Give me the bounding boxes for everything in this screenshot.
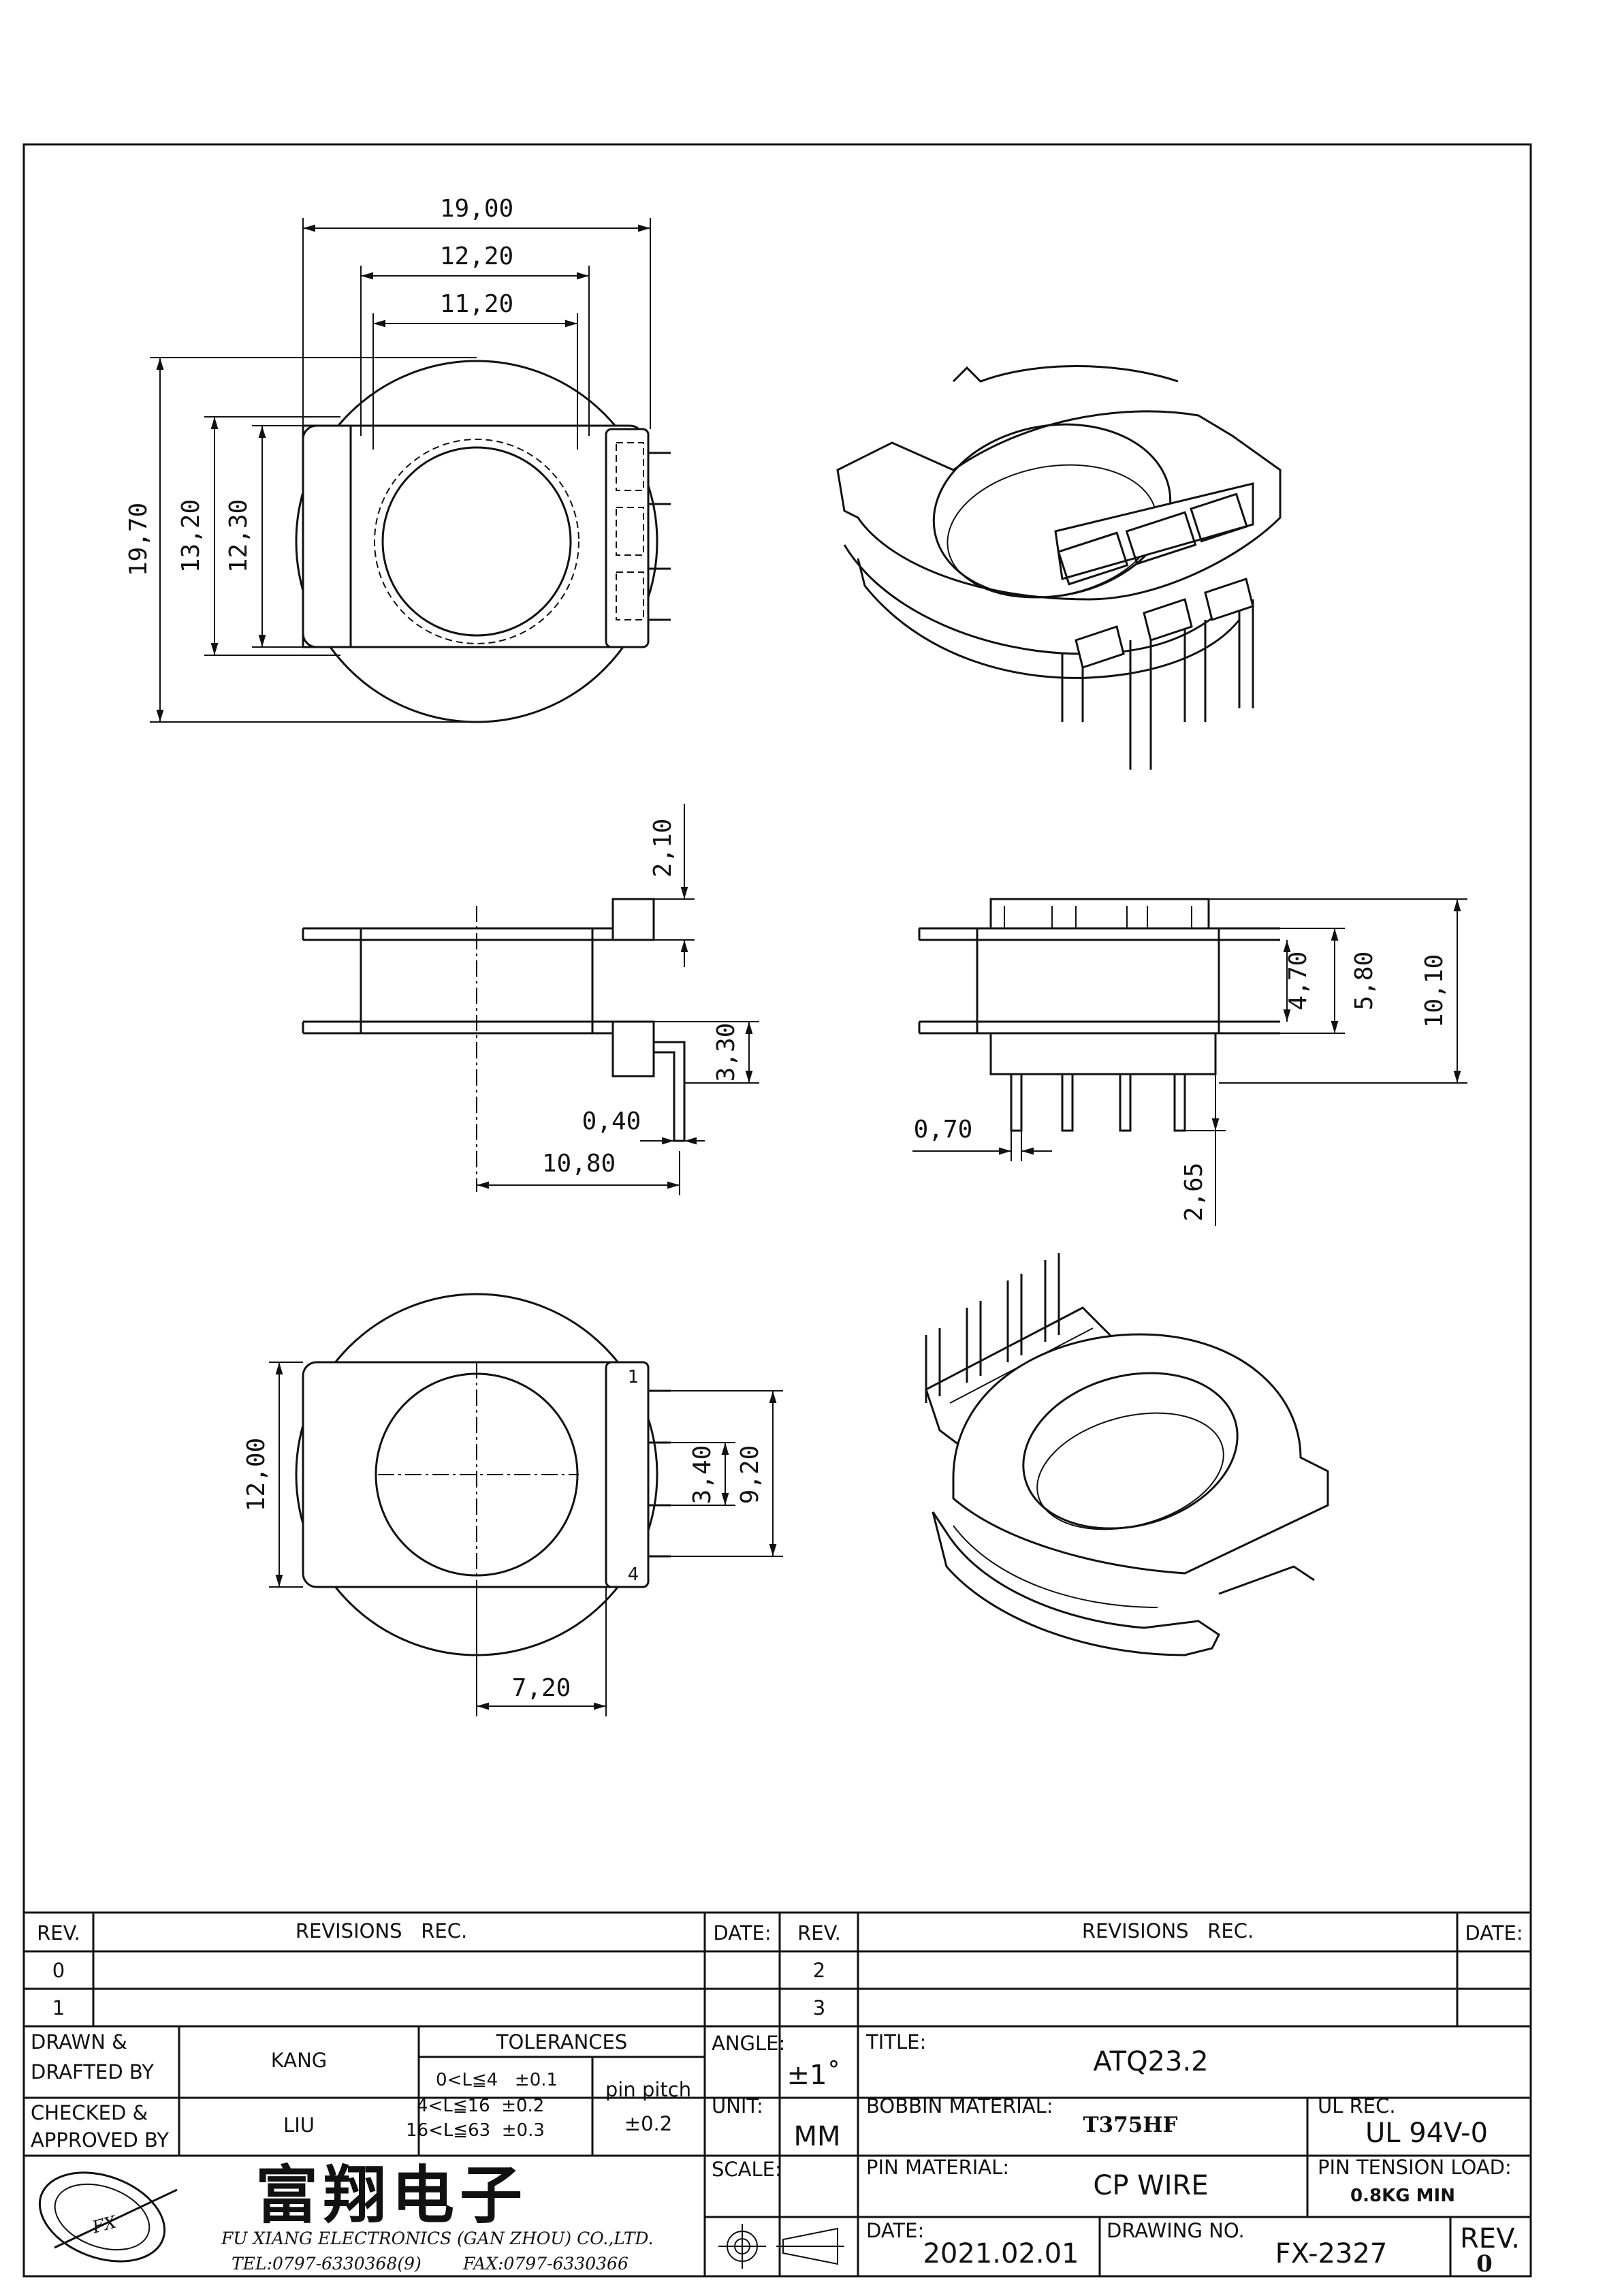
pin-pitch-value: ±0.2	[624, 2112, 672, 2135]
rev-row-2: 2	[813, 1959, 825, 1982]
checked-label-line1: CHECKED &	[31, 2101, 148, 2124]
rev-row-3: 3	[813, 1996, 825, 2019]
sheet-border	[22, 143, 1532, 2278]
scale-label: SCALE:	[712, 2158, 782, 2181]
drawing-number-label: DRAWING NO.	[1107, 2219, 1245, 2242]
rev-col-header: REV.	[37, 1921, 80, 1945]
checked-label-line2: APPROVED BY	[31, 2128, 169, 2152]
top-view: 19,00 12,20 11,20 19,70 13,20 12,30	[125, 195, 671, 723]
dim-top-width-outer: 19,00	[440, 195, 513, 223]
bobbin-material-label: BOBBIN MATERIAL:	[866, 2094, 1053, 2118]
company-logo: FX	[38, 2171, 178, 2263]
date-label: DATE:	[866, 2219, 924, 2242]
rev-value: 0	[1476, 2250, 1493, 2278]
dim-front-flange-span: 5,80	[1350, 952, 1378, 1011]
company-logo-text: FX	[89, 2212, 119, 2237]
side-view: 2,10 3,30 0,40 10,80	[302, 804, 759, 1195]
pin-pitch-label: pin pitch	[605, 2078, 691, 2101]
dim-front-total-height: 10,10	[1420, 954, 1448, 1028]
title-value: ATQ23.2	[1093, 2046, 1208, 2077]
date-col-header-right: DATE:	[1465, 1921, 1523, 1945]
pin-label-4: 4	[628, 1564, 639, 1585]
pin-label-1: 1	[628, 1367, 639, 1387]
dim-bottom-height: 12,00	[242, 1438, 270, 1511]
front-view: 4,70 5,80 10,10 0,70 2,65	[912, 898, 1467, 1226]
isometric-view-bottom	[925, 1253, 1329, 1656]
rev-label: REV.	[1460, 2223, 1520, 2254]
dim-bottom-center-offset: 7,20	[512, 1674, 571, 1702]
dim-front-pin-width: 0,70	[914, 1116, 973, 1144]
revisions-col-header-right: REVISIONS REC.	[1082, 1919, 1254, 1943]
dim-side-flange-height: 2,10	[649, 819, 677, 878]
dim-front-window-height: 4,70	[1284, 952, 1312, 1011]
title-label: TITLE:	[865, 2030, 926, 2054]
bobbin-material-value: T375HF	[1083, 2113, 1177, 2137]
drawn-label-line2: DRAFTED BY	[31, 2060, 154, 2083]
dim-bottom-pin-span: 9,20	[736, 1445, 764, 1505]
drawing-number-value: FX-2327	[1275, 2238, 1388, 2269]
rev-col-header-right: REV.	[797, 1921, 841, 1945]
dim-front-pin-length: 2,65	[1180, 1163, 1208, 1222]
pin-material-label: PIN MATERIAL:	[866, 2156, 1009, 2179]
tolerance-row-3: 16<L≦63 ±0.3	[406, 2120, 545, 2141]
drawn-label-line1: DRAWN &	[31, 2030, 127, 2054]
company-fax: FAX:0797-6330366	[462, 2254, 629, 2274]
pin-material-value: CP WIRE	[1093, 2170, 1208, 2201]
unit-value: MM	[793, 2121, 840, 2152]
unit-label: UNIT:	[712, 2094, 763, 2118]
date-col-header: DATE:	[713, 1921, 771, 1945]
tolerance-row-2: 4<L≦16 ±0.2	[417, 2096, 544, 2116]
approved-by-value: LIU	[283, 2113, 315, 2137]
tolerance-row-1: 0<L≦4 ±0.1	[436, 2070, 558, 2090]
dim-side-half-length: 10,80	[542, 1150, 616, 1178]
dim-top-width-mid: 12,20	[440, 242, 513, 270]
date-value: 2021.02.01	[923, 2238, 1079, 2269]
dim-top-height-inner: 12,30	[225, 499, 253, 573]
dim-top-height-mid: 13,20	[177, 499, 205, 573]
company-telephone: TEL:0797-6330368(9)	[232, 2254, 422, 2274]
dim-bottom-pin-pitch: 3,40	[688, 1445, 716, 1505]
pin-tension-value: 0.8KG MIN	[1350, 2186, 1455, 2206]
company-name-chinese: 富翔电子	[255, 2158, 528, 2232]
dim-side-pin-thickness: 0,40	[582, 1107, 641, 1135]
title-block: REV. REVISIONS REC. DATE: REV. REVISIONS…	[22, 1911, 1532, 2278]
drawn-by-value: KANG	[271, 2049, 328, 2072]
isometric-view-top	[836, 365, 1282, 770]
tolerances-header: TOLERANCES	[496, 2030, 628, 2054]
bottom-view: 1 4 12,00 3,40 9,20 7,20	[242, 1293, 783, 1716]
pin-tension-label: PIN TENSION LOAD:	[1318, 2156, 1512, 2179]
company-name-english: FU XIANG ELECTRONICS (GAN ZHOU) CO.,LTD.	[221, 2229, 654, 2248]
rev-row-1: 1	[52, 1996, 65, 2019]
angle-label: ANGLE:	[712, 2032, 785, 2055]
angle-value: ±1˚	[787, 2060, 841, 2091]
dim-side-pin-offset: 3,30	[712, 1023, 740, 1082]
projection-symbol-icon	[718, 2224, 844, 2269]
dim-top-width-inner: 11,20	[440, 290, 513, 318]
ul-rec-value: UL 94V-0	[1365, 2118, 1488, 2149]
ul-rec-label: UL REC.	[1318, 2094, 1396, 2118]
rev-row-0: 0	[52, 1959, 65, 1982]
revisions-col-header: REVISIONS REC.	[296, 1919, 467, 1943]
dim-top-height-outer: 19,70	[125, 503, 153, 576]
